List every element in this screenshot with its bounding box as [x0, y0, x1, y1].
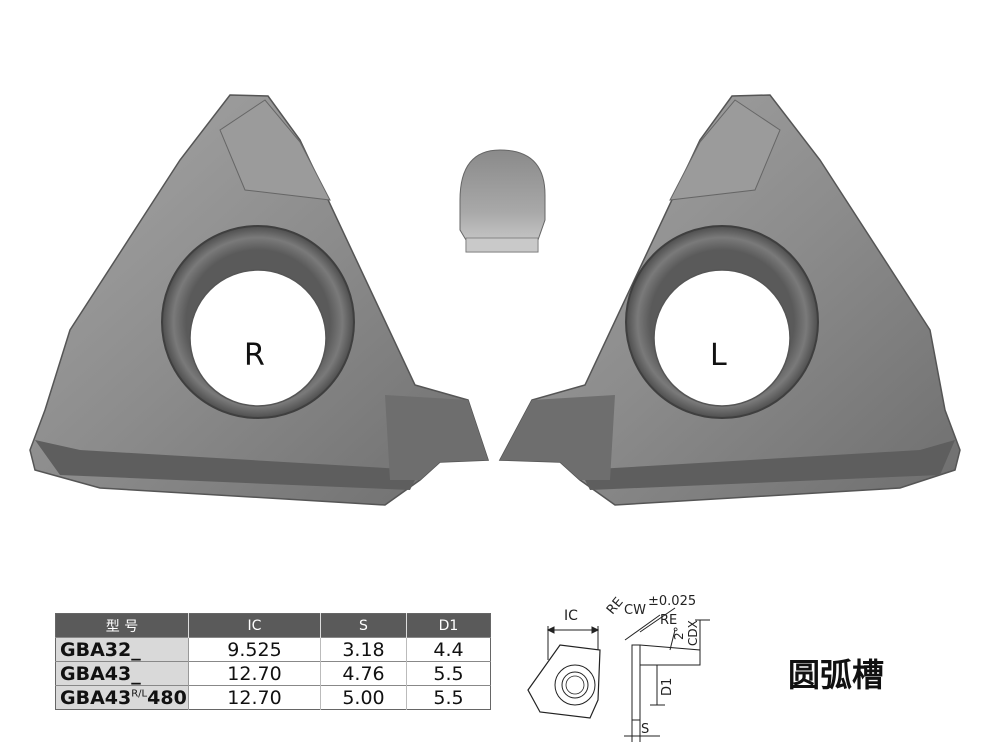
insert-outline	[527, 644, 601, 719]
inner-hole	[561, 671, 589, 699]
s-cell: 4.76	[320, 661, 407, 686]
table-row: GBA43R/L480 12.70 5.00 5.5	[55, 685, 491, 710]
model-cell: GBA32_	[55, 637, 189, 662]
insert-l	[498, 94, 961, 506]
s-cell: 5.00	[320, 685, 407, 710]
header-ic: IC	[188, 613, 321, 638]
d1-cell: 5.5	[406, 685, 491, 710]
model-cell: GBA43R/L480	[55, 685, 189, 710]
table-row: GBA43_ 12.70 4.76 5.5	[55, 661, 491, 686]
s-cell: 3.18	[320, 637, 407, 662]
model-suffix: R/L	[131, 688, 148, 700]
diagram-s-label: S	[641, 722, 650, 737]
table-header-row: 型 号 IC S D1	[55, 613, 491, 638]
diagram-tolerance-label: ±0.025	[648, 594, 697, 609]
header-model: 型 号	[55, 613, 189, 638]
ic-cell: 12.70	[188, 661, 321, 686]
insert-r-label: R	[244, 338, 265, 373]
diagram-ic-label: IC	[564, 608, 578, 624]
groove-type-title: 圆弧槽	[788, 656, 885, 694]
header-d1: D1	[406, 613, 491, 638]
ic-cell: 12.70	[188, 685, 321, 710]
diagram-re-right-label: RE	[660, 613, 678, 628]
model-cell: GBA43_	[55, 661, 189, 686]
insert-r	[29, 94, 490, 506]
dimension-diagram	[527, 607, 710, 742]
outer-hole	[554, 664, 596, 706]
d1-cell: 5.5	[406, 661, 491, 686]
diagram-cdx-label: CDX	[686, 620, 700, 646]
d1-cell: 4.4	[406, 637, 491, 662]
spec-table: 型 号 IC S D1 GBA32_ 9.525 3.18 4.4 GBA43_…	[55, 613, 491, 710]
header-s: S	[320, 613, 407, 638]
ic-cell: 9.525	[188, 637, 321, 662]
tip-profile-image	[459, 149, 546, 253]
diagram-cw-label: CW	[624, 603, 646, 618]
table-row: GBA32_ 9.525 3.18 4.4	[55, 637, 491, 662]
diagram-d1-label: D1	[660, 677, 675, 696]
diagram-angle-label: 2°	[672, 626, 686, 640]
insert-l-label: L	[710, 338, 727, 373]
